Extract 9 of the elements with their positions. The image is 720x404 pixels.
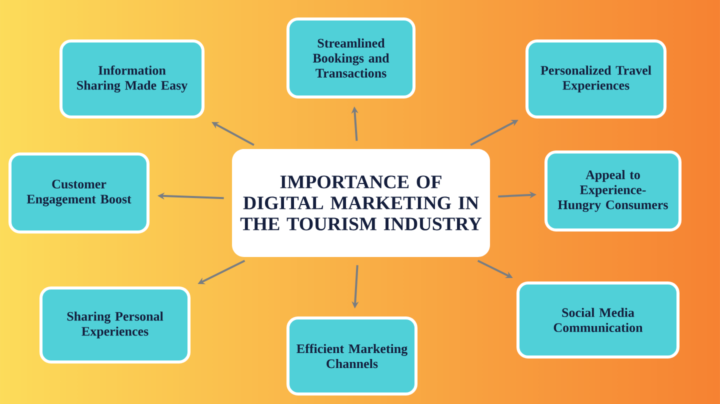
topic-box: Social Media Communication (516, 282, 680, 358)
topic-box: Efficient Marketing Channels (286, 316, 418, 396)
topic-box: Appeal to Experience-Hungry Consumers (544, 150, 682, 232)
topic-box: Personalized Travel Experiences (526, 40, 666, 118)
topic-box: Sharing Personal Experiences (40, 286, 190, 364)
topic-box: Streamlined Bookings and Transactions (286, 18, 416, 98)
topic-box: Information Sharing Made Easy (60, 40, 204, 118)
title-box: IMPORTANCE OF DIGITAL MARKETING IN THE TOURISM INDUSTRY (232, 149, 490, 257)
topic-box: Customer Engagement Boost (8, 152, 150, 234)
